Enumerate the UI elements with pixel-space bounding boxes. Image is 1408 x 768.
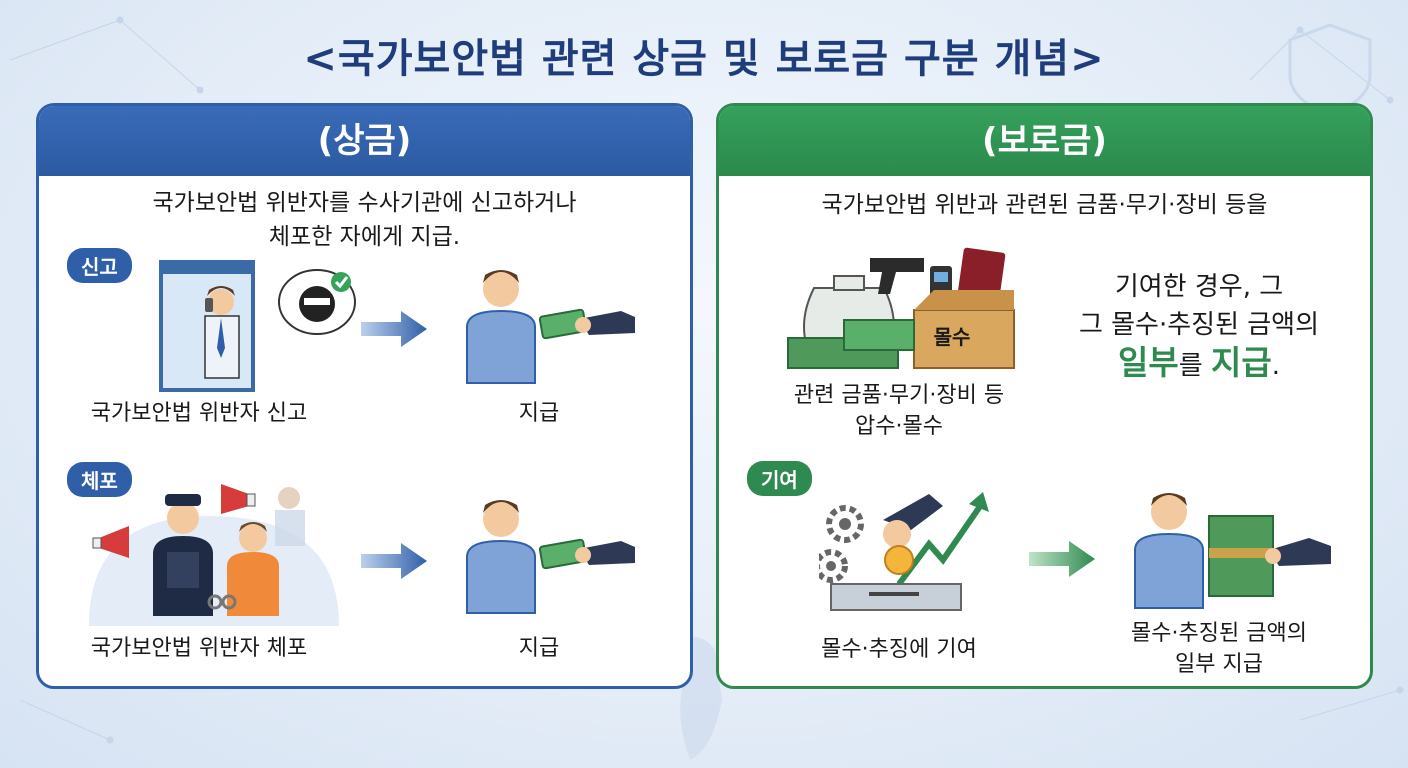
- contribution-caption: 몰수·추징에 기여: [821, 637, 977, 662]
- receive-payment-illustration: [466, 270, 635, 384]
- coin-icon: [884, 545, 914, 575]
- report-arrow-icon: [361, 311, 427, 347]
- contribution-badge: 기여: [747, 461, 812, 496]
- masked-suspect-bubble-icon: [278, 269, 356, 335]
- handcuffs-icon: [207, 594, 237, 610]
- contribution-arrow-icon: [1029, 541, 1095, 577]
- report-pay-caption: 지급: [518, 401, 560, 426]
- seizure-caption-line1: 관련 금품·무기·장비 등: [793, 383, 1005, 408]
- report-caption: 국가보안법 위반자 신고: [90, 401, 308, 426]
- seizure-box-icon: [913, 290, 1015, 369]
- money-stack-icon: [1208, 515, 1274, 597]
- phone-booth-reporter-illustration: [159, 260, 356, 392]
- reward-description: 국가보안법 위반자를 수사기관에 신고하거나 체포한 자에게 지급.: [39, 186, 690, 254]
- seizure-caption-line2: 압수·몰수: [855, 414, 943, 439]
- note-highlight-portion: 일부: [1118, 343, 1179, 382]
- bounty-description: 국가보안법 위반과 관련된 금품·무기·장비 등을: [821, 192, 1268, 218]
- contribution-pay-line1: 몰수·추징된 금액의: [1131, 621, 1307, 646]
- note-highlight-pay: 지급: [1210, 343, 1272, 382]
- bounty-heading: (보로금): [719, 106, 1370, 176]
- bounty-note-line2: 그 몰수·추징된 금액의: [1078, 310, 1320, 340]
- megaphone-icon: [221, 484, 256, 514]
- report-badge: 신고: [67, 248, 132, 283]
- arrest-badge: 체포: [67, 462, 132, 497]
- reward-desc-line2: 체포한 자에게 지급.: [268, 224, 461, 250]
- contribution-pay-line2: 일부 지급: [1175, 652, 1263, 677]
- bounty-panel: (보로금) 국가보안법 위반과 관련된 금품·무기·장비 등을 몰수 관련 금품…: [716, 103, 1373, 689]
- bounty-note-line1: 기여한 경우, 그: [1114, 272, 1284, 302]
- gear-icon: [819, 549, 848, 583]
- trend-arrow-icon: [896, 492, 989, 586]
- page-title: <국가보안법 관련 상금 및 보로금 구분 개념>: [303, 36, 1105, 82]
- note-period: .: [1271, 351, 1280, 381]
- arrest-arrow-icon: [361, 543, 427, 579]
- bounty-note: 기여한 경우, 그 그 몰수·추징된 금액의 일부를 지급.: [1049, 268, 1349, 385]
- megaphone-icon: [92, 526, 129, 558]
- note-connector: 를: [1178, 351, 1211, 381]
- bounty-note-line3: 일부를 지급.: [1049, 344, 1349, 385]
- reward-desc-line1: 국가보안법 위반자를 수사기관에 신고하거나: [152, 190, 577, 216]
- receive-payment-illustration: [466, 500, 635, 614]
- reward-panel: (상금) 국가보안법 위반자를 수사기관에 신고하거나 체포한 자에게 지급. …: [36, 103, 693, 689]
- pistol-icon: [870, 258, 924, 294]
- police-arrest-illustration: [89, 484, 339, 626]
- seizure-caption: 관련 금품·무기·장비 등 압수·몰수: [749, 380, 1049, 442]
- receive-bundle-payment-illustration: [1134, 493, 1331, 609]
- arrest-caption: 국가보안법 위반자 체포: [90, 636, 308, 661]
- seizure-box-label: 몰수: [933, 325, 971, 349]
- contribution-pay-caption: 몰수·추징된 금액의 일부 지급: [1089, 618, 1349, 680]
- reward-heading: (상금): [39, 106, 690, 176]
- seized-goods-illustration: [787, 247, 1015, 369]
- gear-icon: [826, 505, 864, 543]
- arrest-pay-caption: 지급: [518, 636, 560, 661]
- contribution-illustration: [819, 492, 989, 611]
